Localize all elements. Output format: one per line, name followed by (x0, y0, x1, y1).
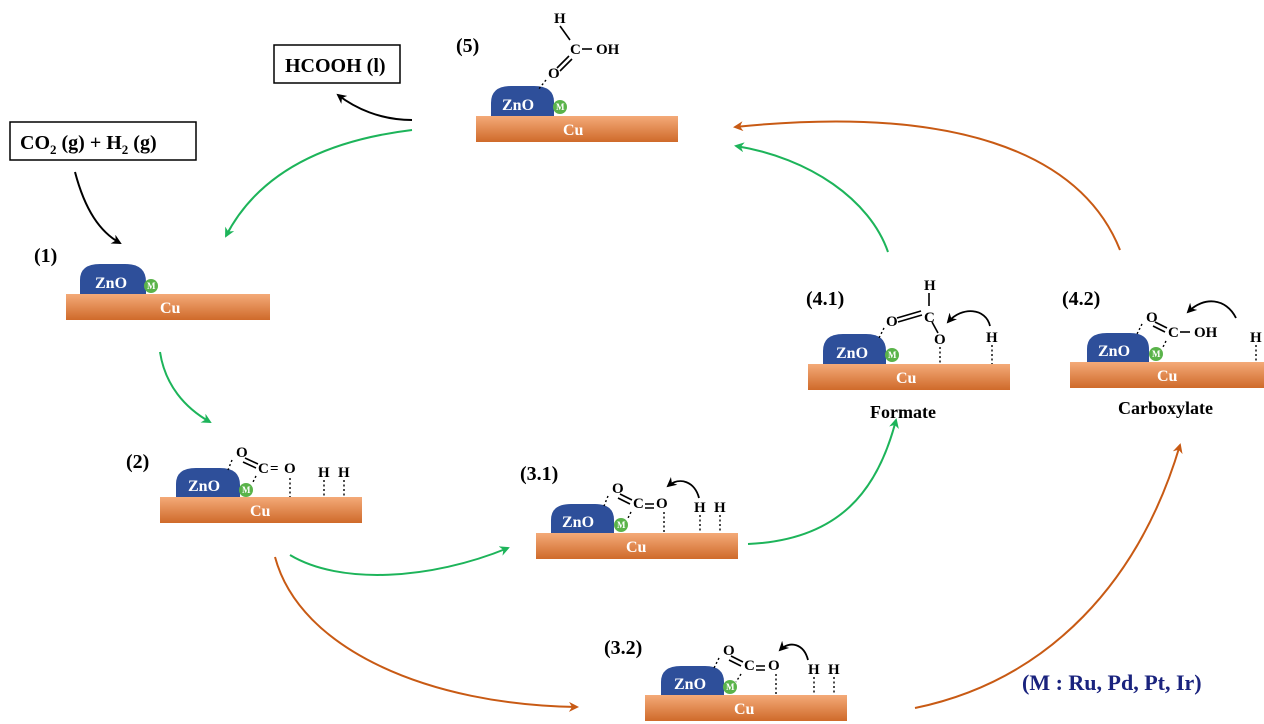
svg-text:O: O (656, 496, 668, 512)
arrow-3-1-to-4-1 (747, 418, 899, 545)
svg-text:C: C (744, 658, 755, 674)
svg-text:H: H (714, 500, 726, 516)
svg-text:C: C (258, 461, 269, 477)
svg-text:O: O (1146, 310, 1158, 326)
svg-text:ZnO: ZnO (562, 514, 594, 531)
svg-text:H: H (828, 662, 840, 678)
svg-text:(5): (5) (456, 35, 479, 57)
arrow-4-1-to-5 (734, 142, 889, 253)
svg-text:Cu: Cu (250, 503, 271, 520)
svg-text:H: H (808, 662, 820, 678)
svg-text:Cu: Cu (626, 539, 647, 556)
svg-text:CO2 (g) + H2 (g): CO2 (g) + H2 (g) (20, 132, 157, 157)
svg-text:M: M (147, 281, 156, 291)
svg-text:(3.2): (3.2) (604, 637, 642, 659)
svg-text:H: H (554, 11, 566, 27)
svg-text:O: O (236, 445, 248, 461)
svg-text:Cu: Cu (563, 122, 584, 139)
step-4-1-formate: (4.1) Cu ZnO M H C O O H Formate (806, 278, 1010, 422)
cycle-arrows (74, 93, 1183, 712)
svg-text:H: H (318, 465, 330, 481)
svg-text:M: M (1152, 349, 1161, 359)
step-3-2: (3.2) Cu ZnO M O C O H H (604, 637, 847, 721)
svg-text:O: O (768, 658, 780, 674)
svg-text:M: M (617, 520, 626, 530)
arrow-2-to-3-2 (274, 556, 579, 712)
svg-text:O: O (284, 461, 296, 477)
svg-text:H: H (338, 465, 350, 481)
svg-text:(4.2): (4.2) (1062, 288, 1100, 310)
svg-text:Cu: Cu (1157, 368, 1178, 385)
svg-text:M: M (556, 102, 565, 112)
svg-text:M: M (888, 350, 897, 360)
svg-text:O: O (612, 481, 624, 497)
metal-legend: (M : Ru, Pd, Pt, Ir) (1022, 670, 1202, 695)
arrow-5-to-product (336, 93, 413, 121)
svg-text:Cu: Cu (896, 370, 917, 387)
step-4-2-carboxylate: (4.2) Cu ZnO M O C OH H Carboxylate (1062, 288, 1264, 418)
svg-text:OH: OH (1194, 325, 1218, 341)
arrow-5-to-1 (225, 129, 413, 238)
svg-text:H: H (694, 500, 706, 516)
svg-text:C: C (924, 310, 935, 326)
svg-text:Carboxylate: Carboxylate (1118, 398, 1213, 418)
svg-text:ZnO: ZnO (1098, 343, 1130, 360)
arrow-3-2-to-4-2 (914, 443, 1183, 709)
arrow-4-2-to-5 (733, 120, 1121, 251)
product-box: HCOOH (l) (273, 44, 401, 84)
svg-text:O: O (723, 643, 735, 659)
svg-text:(3.1): (3.1) (520, 463, 558, 485)
svg-text:OH: OH (596, 42, 620, 58)
svg-text:(2): (2) (126, 451, 149, 473)
reactants-box: CO2 (g) + H2 (g) (9, 121, 197, 161)
svg-text:C: C (1168, 325, 1179, 341)
arrow-reactants-to-1 (74, 171, 122, 244)
step-5: (5) Cu ZnO M H C OH O (456, 11, 678, 142)
svg-text:ZnO: ZnO (502, 97, 534, 114)
step-3-1: (3.1) Cu ZnO M O C O H H (520, 463, 738, 559)
svg-text:M: M (726, 682, 735, 692)
svg-text:Cu: Cu (734, 701, 755, 718)
svg-text:H: H (986, 330, 998, 346)
svg-text:M: M (242, 485, 251, 495)
step-1: (1) Cu ZnO M (34, 245, 270, 320)
svg-text:(4.1): (4.1) (806, 288, 844, 310)
svg-text:H: H (924, 278, 936, 294)
svg-text:C: C (570, 42, 581, 58)
arrow-1-to-2 (159, 351, 212, 423)
svg-text:ZnO: ZnO (95, 275, 127, 292)
svg-text:H: H (1250, 330, 1262, 346)
svg-text:ZnO: ZnO (836, 345, 868, 362)
step-2: (2) Cu ZnO M O C = O H H (126, 445, 362, 523)
svg-text:=: = (270, 461, 279, 477)
svg-text:O: O (934, 332, 946, 348)
svg-text:O: O (548, 66, 560, 82)
svg-text:C: C (633, 496, 644, 512)
svg-text:(1): (1) (34, 245, 57, 267)
svg-text:O: O (886, 314, 898, 330)
svg-text:HCOOH (l): HCOOH (l) (285, 55, 386, 77)
svg-text:ZnO: ZnO (188, 478, 220, 495)
svg-text:Cu: Cu (160, 300, 181, 317)
arrow-2-to-3-1 (289, 546, 510, 576)
svg-text:Formate: Formate (870, 402, 936, 422)
svg-text:ZnO: ZnO (674, 676, 706, 693)
